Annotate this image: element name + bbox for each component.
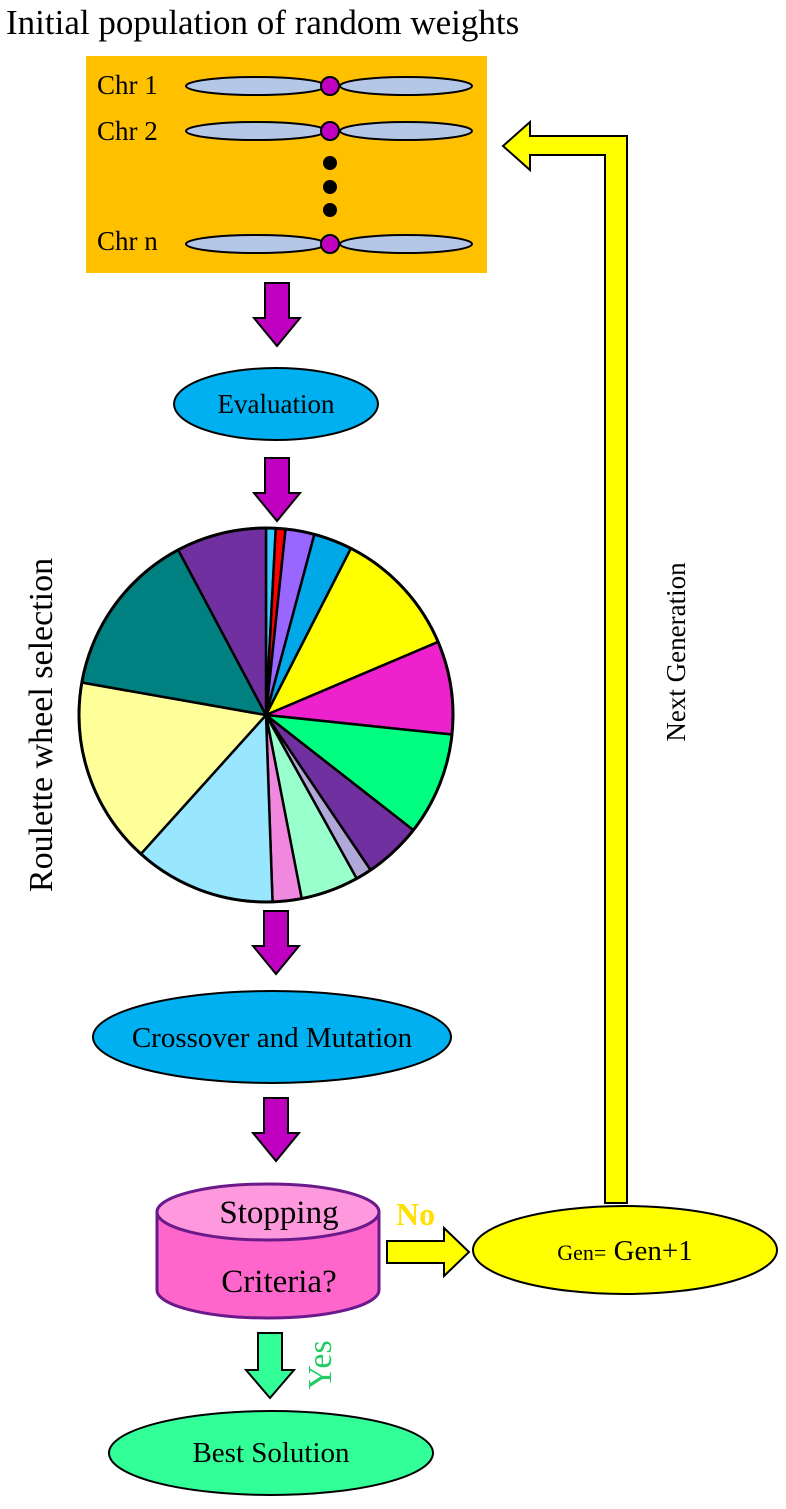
wheel-outline — [77, 526, 455, 904]
centromere-dot — [320, 121, 340, 141]
generation-prefix: Gen= — [557, 1240, 606, 1265]
evaluation-node — [173, 367, 379, 441]
chromosome-n: Chr n — [97, 226, 473, 256]
down-arrow-1 — [251, 282, 303, 348]
chromosome-label: Chr n — [97, 226, 158, 256]
chromosome-2: Chr 2 — [97, 116, 473, 146]
next-generation-arrow — [501, 119, 628, 1204]
down-arrow-2 — [251, 457, 303, 523]
ellipsis-dots — [323, 156, 337, 217]
down-arrow-3 — [250, 910, 302, 976]
stopping-label-line2: Criteria? — [221, 1264, 336, 1300]
next-generation-label: Next Generation — [661, 562, 691, 742]
roulette-wheel — [77, 526, 455, 904]
stopping-criteria-node: Stopping Criteria? — [155, 1182, 381, 1320]
chromosome-1: Chr 1 — [97, 70, 473, 100]
yes-arrow — [243, 1332, 297, 1400]
generation-rest: Gen+1 — [606, 1235, 692, 1267]
roulette-label: Roulette wheel selection — [23, 558, 60, 892]
diagram-title: Initial population of random weights — [6, 3, 519, 42]
centromere-dot — [320, 76, 340, 96]
chromosome-label: Chr 2 — [97, 116, 158, 146]
best-solution-label: Best Solution — [192, 1437, 350, 1469]
best-solution-node — [108, 1410, 434, 1496]
evaluation-label: Evaluation — [218, 389, 335, 419]
increment-generation-node — [472, 1205, 778, 1295]
no-label: No — [396, 1196, 435, 1232]
chromosome-label: Chr 1 — [97, 70, 158, 100]
stopping-label-line1: Stopping — [219, 1195, 338, 1231]
no-arrow — [386, 1225, 471, 1279]
centromere-dot — [320, 234, 340, 254]
crossover-label: Crossover and Mutation — [132, 1022, 413, 1054]
generation-label: Gen= Gen+1 — [557, 1235, 692, 1267]
yes-label: Yes — [302, 1340, 339, 1389]
down-arrow-4 — [250, 1097, 302, 1163]
crossover-node — [92, 990, 452, 1084]
